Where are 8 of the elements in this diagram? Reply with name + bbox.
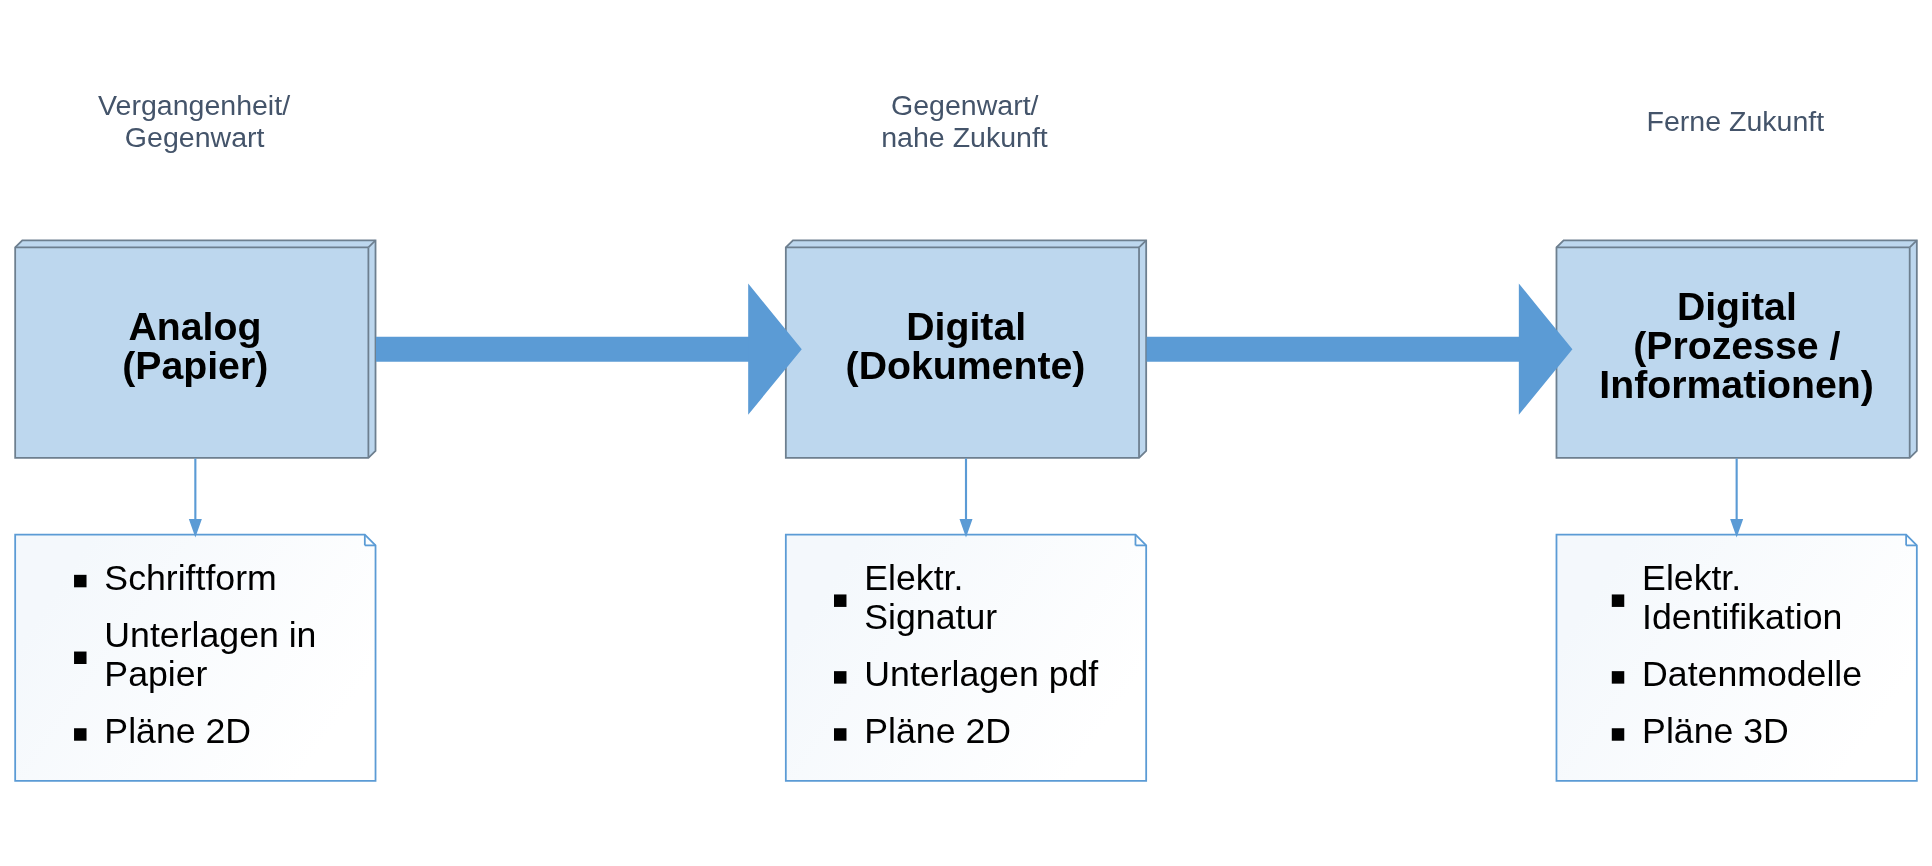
arrow [1146, 283, 1573, 415]
arrow [375, 283, 802, 415]
node-label: Gegenwart/ nahe Zukunft [881, 89, 1048, 154]
arrow [188, 458, 202, 538]
arrow [1730, 458, 1744, 538]
node-label: Vergangenheit/ Gegenwart [98, 89, 291, 154]
node-label: Ferne Zukunft [1646, 105, 1825, 138]
arrow [959, 458, 973, 538]
